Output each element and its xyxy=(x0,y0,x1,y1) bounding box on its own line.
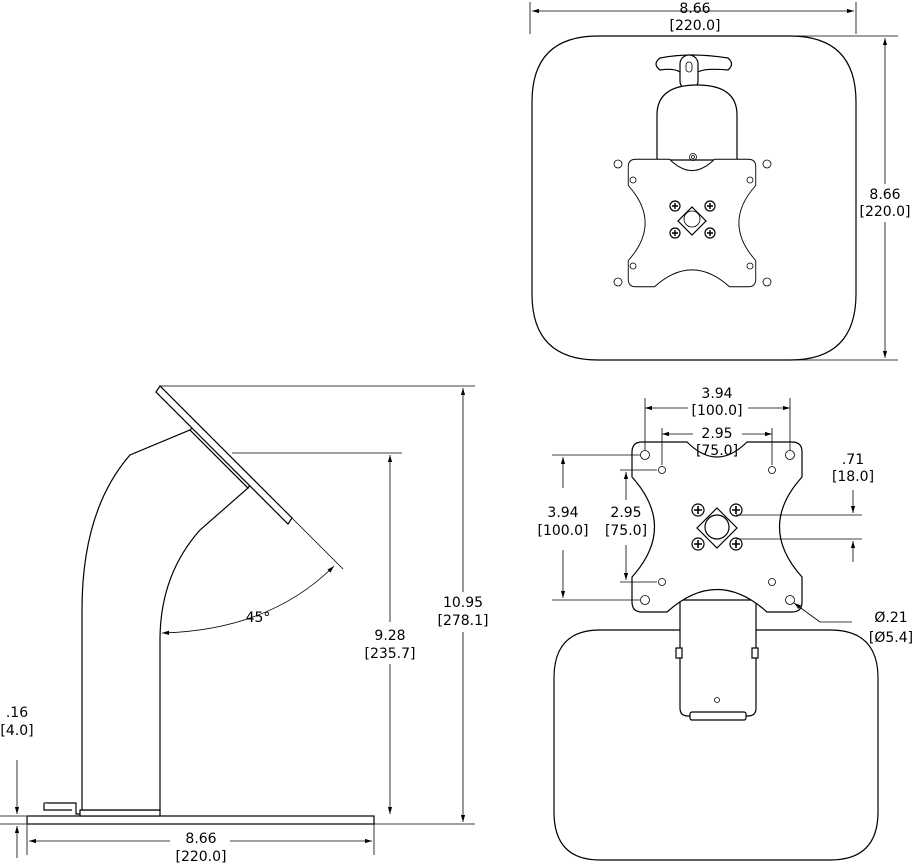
vesa-outer-v-in: 3.94 xyxy=(547,505,578,521)
plate-height-mm: [4.0] xyxy=(0,723,33,739)
top-view: 8.66 [220.0] 8.66 [220.0] xyxy=(530,1,912,360)
pivot-height-in: 9.28 xyxy=(374,628,405,644)
vesa-outer-v-mm: [100.0] xyxy=(537,523,588,539)
side-angle-label: 45° xyxy=(246,610,271,626)
side-base-plate xyxy=(27,816,374,824)
side-view: 45° 9.28 [235.7] 10.95 [278.1] .16 [4.0]… xyxy=(0,386,492,865)
vesa-inner-h-in: 2.95 xyxy=(701,426,732,442)
total-height-in: 10.95 xyxy=(443,595,483,611)
top-depth-mm: [220.0] xyxy=(859,204,910,220)
top-depth-in: 8.66 xyxy=(869,187,900,203)
hole-dia-mm: [Ø5.4] xyxy=(869,630,913,646)
screw-spacing-in: .71 xyxy=(842,452,864,468)
front-center-screws xyxy=(692,504,742,550)
pivot-height-mm: [235.7] xyxy=(364,646,415,662)
top-width-mm: [220.0] xyxy=(669,18,720,34)
top-column xyxy=(657,85,737,160)
vesa-inner-h-mm: [75.0] xyxy=(696,443,738,459)
total-height-mm: [278.1] xyxy=(437,613,488,629)
side-column xyxy=(82,430,248,810)
vesa-outer-h-in: 3.94 xyxy=(701,386,732,402)
front-column xyxy=(680,600,756,716)
base-width-in: 8.66 xyxy=(185,831,216,847)
screw-spacing-mm: [18.0] xyxy=(832,469,874,485)
hole-dia-in: Ø.21 xyxy=(874,610,907,626)
vesa-inner-v-in: 2.95 xyxy=(610,505,641,521)
top-width-in: 8.66 xyxy=(679,1,710,17)
front-view: 3.94 [100.0] 2.95 [75.0] 3.94 [100.0] 2.… xyxy=(537,386,913,860)
vesa-inner-v-mm: [75.0] xyxy=(605,523,647,539)
plate-height-in: .16 xyxy=(6,705,28,721)
vesa-outer-h-mm: [100.0] xyxy=(691,403,742,419)
base-width-mm: [220.0] xyxy=(175,849,226,865)
